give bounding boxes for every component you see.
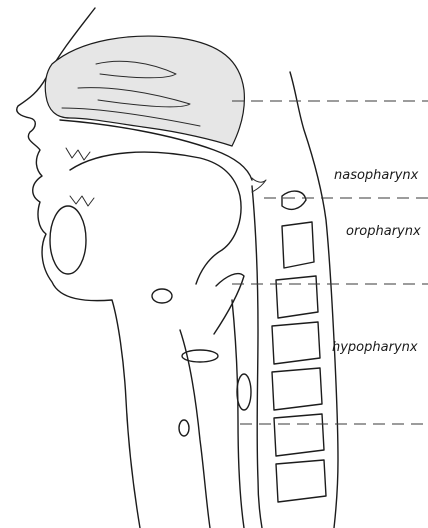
tongue-outline <box>70 152 241 284</box>
vertebra-c2 <box>282 222 314 268</box>
mandible-bone <box>50 206 86 274</box>
vertebra-c4 <box>272 322 320 364</box>
oropharynx-label: oropharynx <box>346 224 421 239</box>
nasal-cavity <box>45 36 244 146</box>
epiglottis <box>214 274 244 334</box>
lower-teeth <box>70 196 94 206</box>
posterior-pharyngeal-wall <box>252 186 262 528</box>
adenoid-tissue <box>252 178 266 192</box>
hypopharynx-label: hypopharynx <box>332 340 418 355</box>
cervical-spine <box>272 191 326 502</box>
upper-teeth <box>66 148 90 160</box>
vertebra-c7 <box>276 460 326 502</box>
tracheal-ring <box>179 420 189 436</box>
vertebra-c1 <box>282 191 306 209</box>
vertebra-c5 <box>272 368 322 410</box>
vertebra-c3 <box>276 276 318 318</box>
neck-back-outline <box>290 72 338 528</box>
larynx-back <box>232 300 244 528</box>
nasopharynx-label: nasopharynx <box>334 168 419 183</box>
vertebra-c6 <box>274 414 324 456</box>
hyoid-bone <box>152 289 172 303</box>
cricoid-cartilage <box>237 374 251 410</box>
